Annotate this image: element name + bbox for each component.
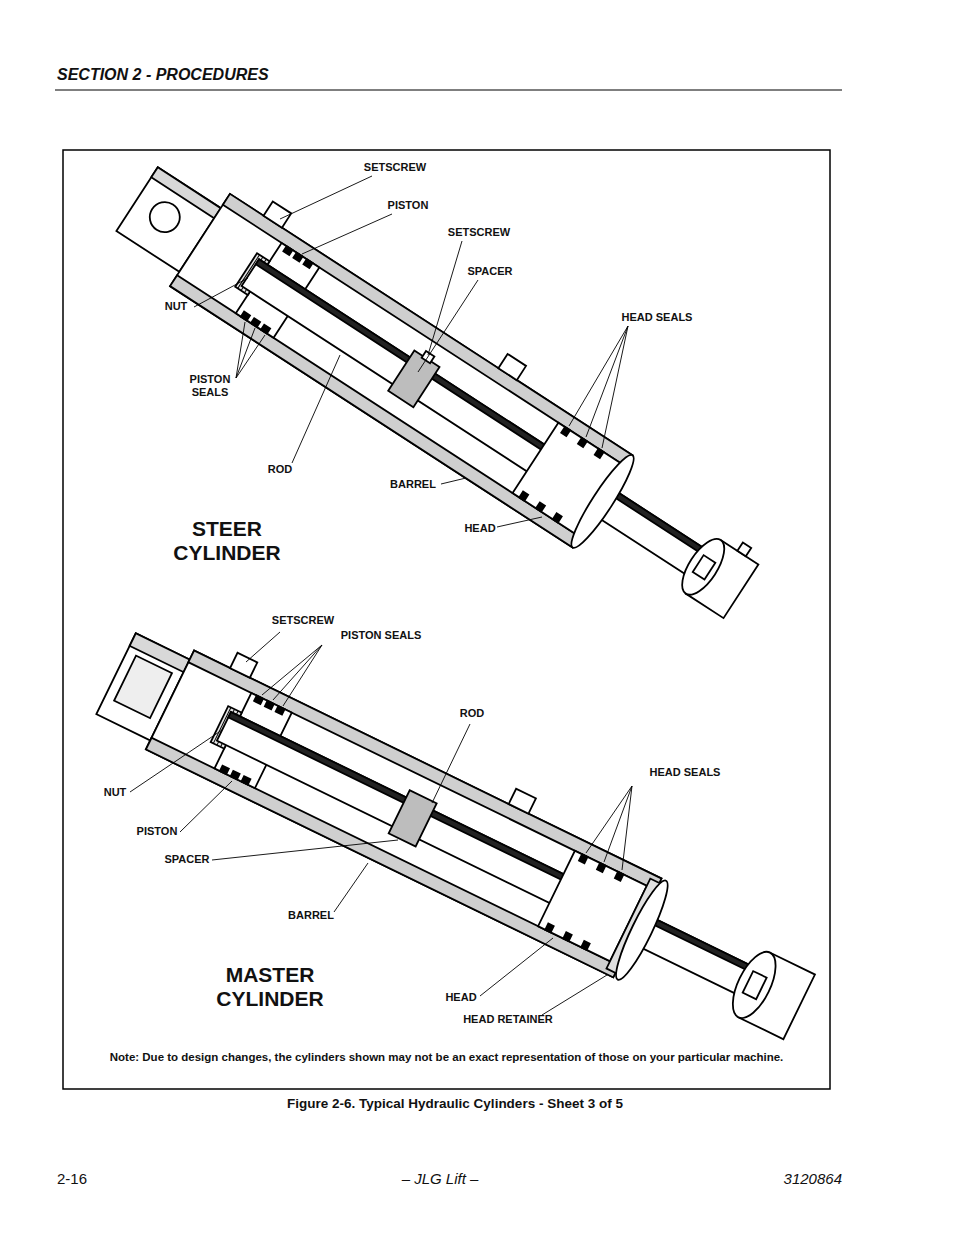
- cylinder-title: MASTER CYLINDER: [190, 963, 350, 1011]
- part-label: SETSCREW: [248, 614, 358, 627]
- steer-cylinder: [107, 139, 780, 638]
- document-number: 3120864: [700, 1170, 842, 1188]
- part-label: NUT: [156, 300, 196, 313]
- figure-note: Note: Due to design changes, the cylinde…: [70, 1051, 823, 1065]
- part-label: PISTON SEALS: [182, 373, 238, 399]
- part-label: PISTON: [122, 825, 192, 838]
- section-header: SECTION 2 - PROCEDURES: [57, 65, 457, 84]
- part-label: HEAD SEALS: [630, 766, 740, 779]
- part-label: SETSCREW: [424, 226, 534, 239]
- part-label: HEAD RETAINER: [448, 1013, 568, 1026]
- part-label: PISTON: [368, 199, 448, 212]
- leader-lines: [130, 176, 632, 1015]
- part-label: SETSCREW: [340, 161, 450, 174]
- part-label: HEAD SEALS: [602, 311, 712, 324]
- part-label: PISTON SEALS: [326, 629, 436, 642]
- part-label: BARREL: [276, 909, 346, 922]
- part-label: BARREL: [378, 478, 448, 491]
- footer-brand: – JLG Lift –: [340, 1170, 540, 1188]
- master-cylinder: [92, 609, 831, 1056]
- part-label: ROD: [255, 463, 305, 476]
- figure-caption: Figure 2-6. Typical Hydraulic Cylinders …: [150, 1096, 760, 1112]
- part-label: ROD: [447, 707, 497, 720]
- header-rule: [55, 89, 842, 90]
- part-label: HEAD: [431, 991, 491, 1004]
- part-label: HEAD: [450, 522, 510, 535]
- page-number: 2-16: [57, 1170, 137, 1188]
- part-label: SPACER: [150, 853, 224, 866]
- cylinder-title: STEER CYLINDER: [152, 517, 302, 565]
- part-label: NUT: [95, 786, 135, 799]
- figure-frame: [63, 150, 830, 1089]
- part-label: SPACER: [445, 265, 535, 278]
